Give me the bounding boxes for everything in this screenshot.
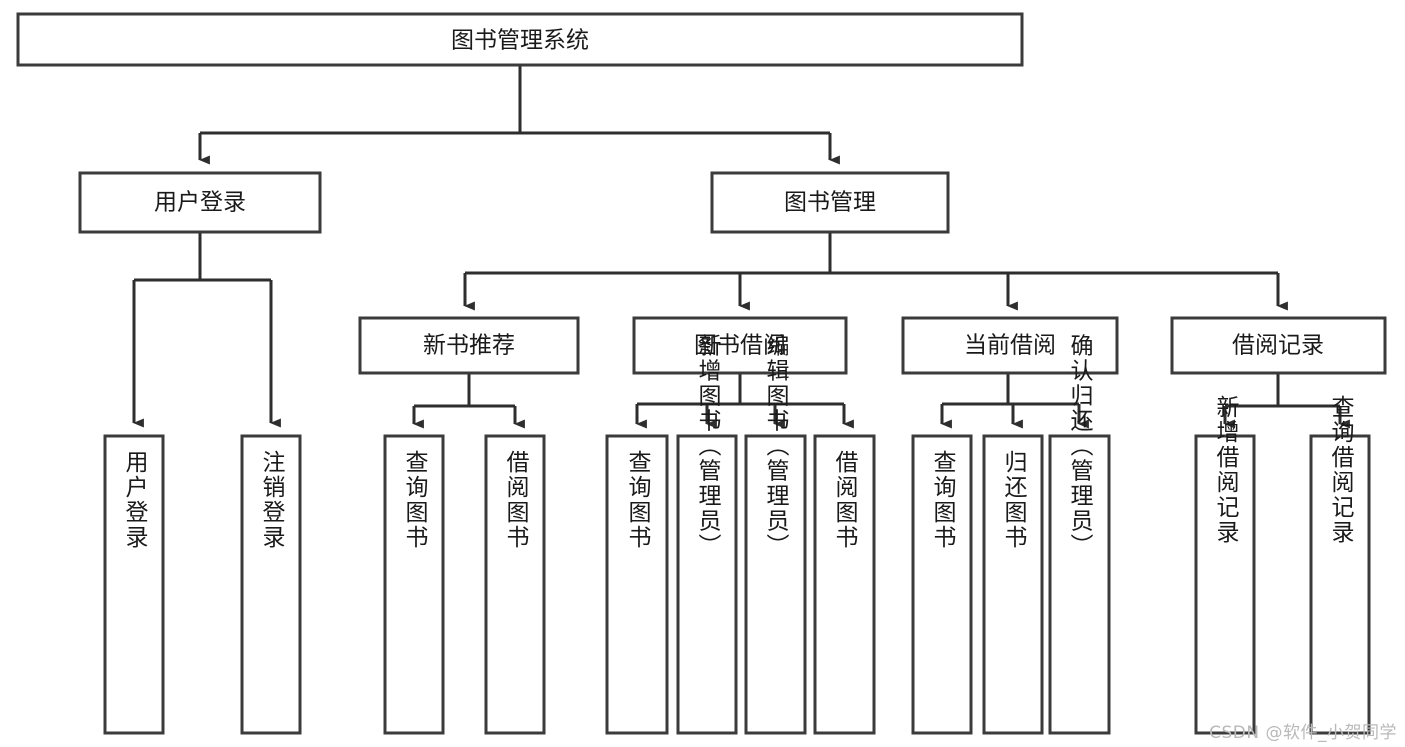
node-borrow-record-label: 借阅记录 [1232, 333, 1324, 359]
leaf-borrow-book-2-label: 借阅图书 [831, 450, 859, 550]
leaf-logout-label: 注销登录 [258, 450, 286, 550]
node-user-login[interactable]: 用户登录 [78, 171, 322, 234]
connector-group-user-login [132, 232, 281, 428]
leaf-query-book-3-label: 查询图书 [929, 450, 957, 550]
leaf-confirm-return-admin-label: 确认归还（管理员） [1066, 334, 1094, 559]
node-book-borrow-box[interactable] [632, 316, 848, 375]
node-root-box[interactable] [16, 12, 1024, 67]
node-new-book-rec[interactable]: 新书推荐 [358, 316, 580, 375]
connector-group-current-borrow [940, 373, 1089, 429]
node-root-label: 图书管理系统 [451, 28, 589, 54]
node-book-manage-box[interactable] [710, 171, 950, 234]
leaf-borrow-book-1-box[interactable] [484, 434, 546, 735]
node-current-borrow-box[interactable] [901, 316, 1119, 375]
leaf-return-book-box[interactable] [982, 434, 1044, 735]
connector-group-new-book-rec [412, 373, 525, 429]
leaf-add-borrow-record-box[interactable] [1194, 434, 1256, 735]
leaf-return-book[interactable]: 归还图书 [982, 434, 1044, 735]
node-borrow-record[interactable]: 借阅记录 [1170, 316, 1387, 375]
node-borrow-record-box[interactable] [1170, 316, 1387, 375]
node-book-borrow[interactable]: 图书借阅 [632, 316, 848, 375]
leaf-add-book-admin-label: 新增图书（管理员） [694, 334, 722, 559]
leaf-query-book-2-label: 查询图书 [624, 450, 652, 550]
connector-group-book-manage [463, 232, 1288, 311]
leaf-query-book-2-box[interactable] [605, 434, 669, 735]
leaf-logout-box[interactable] [240, 434, 302, 735]
leaf-edit-book-admin-label: 编辑图书（管理员） [762, 334, 790, 559]
leaf-borrow-book-1-label: 借阅图书 [502, 450, 530, 550]
connector-group-book-borrow [635, 373, 854, 429]
leaf-query-book-1-box[interactable] [383, 434, 445, 735]
connector-group-root [198, 65, 840, 165]
node-root[interactable]: 图书管理系统 [16, 12, 1024, 67]
node-current-borrow[interactable]: 当前借阅 [901, 316, 1119, 375]
leaf-query-borrow-record-box[interactable] [1309, 434, 1371, 735]
node-current-borrow-label: 当前借阅 [964, 333, 1056, 359]
node-user-login-label: 用户登录 [154, 190, 246, 216]
leaf-borrow-book-1[interactable]: 借阅图书 [484, 434, 546, 735]
node-book-manage-label: 图书管理 [784, 190, 876, 216]
leaf-edit-book-admin-box[interactable] [744, 434, 807, 735]
leaf-query-borrow-record-label: 查询借阅记录 [1327, 395, 1355, 545]
leaf-logout[interactable]: 注销登录 [240, 434, 302, 735]
leaf-add-borrow-record[interactable]: 新增借阅记录 [1194, 395, 1256, 735]
node-book-borrow-label: 图书借阅 [694, 333, 786, 359]
leaf-return-book-label: 归还图书 [1000, 450, 1028, 550]
leaf-user-login-label: 用户登录 [121, 450, 149, 550]
leaf-user-login-box[interactable] [103, 434, 165, 735]
leaf-add-borrow-record-label: 新增借阅记录 [1212, 395, 1240, 545]
leaf-query-borrow-record[interactable]: 查询借阅记录 [1309, 395, 1371, 735]
node-new-book-rec-box[interactable] [358, 316, 580, 375]
leaf-query-book-1[interactable]: 查询图书 [383, 434, 445, 735]
leaf-query-book-3[interactable]: 查询图书 [911, 434, 973, 735]
leaf-edit-book-admin[interactable]: 编辑图书（管理员） [744, 334, 807, 735]
node-new-book-rec-label: 新书推荐 [423, 333, 515, 359]
leaf-add-book-admin-box[interactable] [676, 434, 738, 735]
leaf-confirm-return-admin[interactable]: 确认归还（管理员） [1048, 334, 1111, 735]
leaf-add-book-admin[interactable]: 新增图书（管理员） [676, 334, 738, 735]
node-book-manage[interactable]: 图书管理 [710, 171, 950, 234]
leaf-query-book-2[interactable]: 查询图书 [605, 434, 669, 735]
leaf-borrow-book-2[interactable]: 借阅图书 [813, 434, 876, 735]
node-user-login-box[interactable] [78, 171, 322, 234]
leaf-confirm-return-admin-box[interactable] [1048, 434, 1111, 735]
leaf-user-login[interactable]: 用户登录 [103, 434, 165, 735]
leaf-query-book-3-box[interactable] [911, 434, 973, 735]
leaf-query-book-1-label: 查询图书 [401, 450, 429, 550]
leaf-borrow-book-2-box[interactable] [813, 434, 876, 735]
connector-group-borrow-record [1223, 373, 1350, 429]
